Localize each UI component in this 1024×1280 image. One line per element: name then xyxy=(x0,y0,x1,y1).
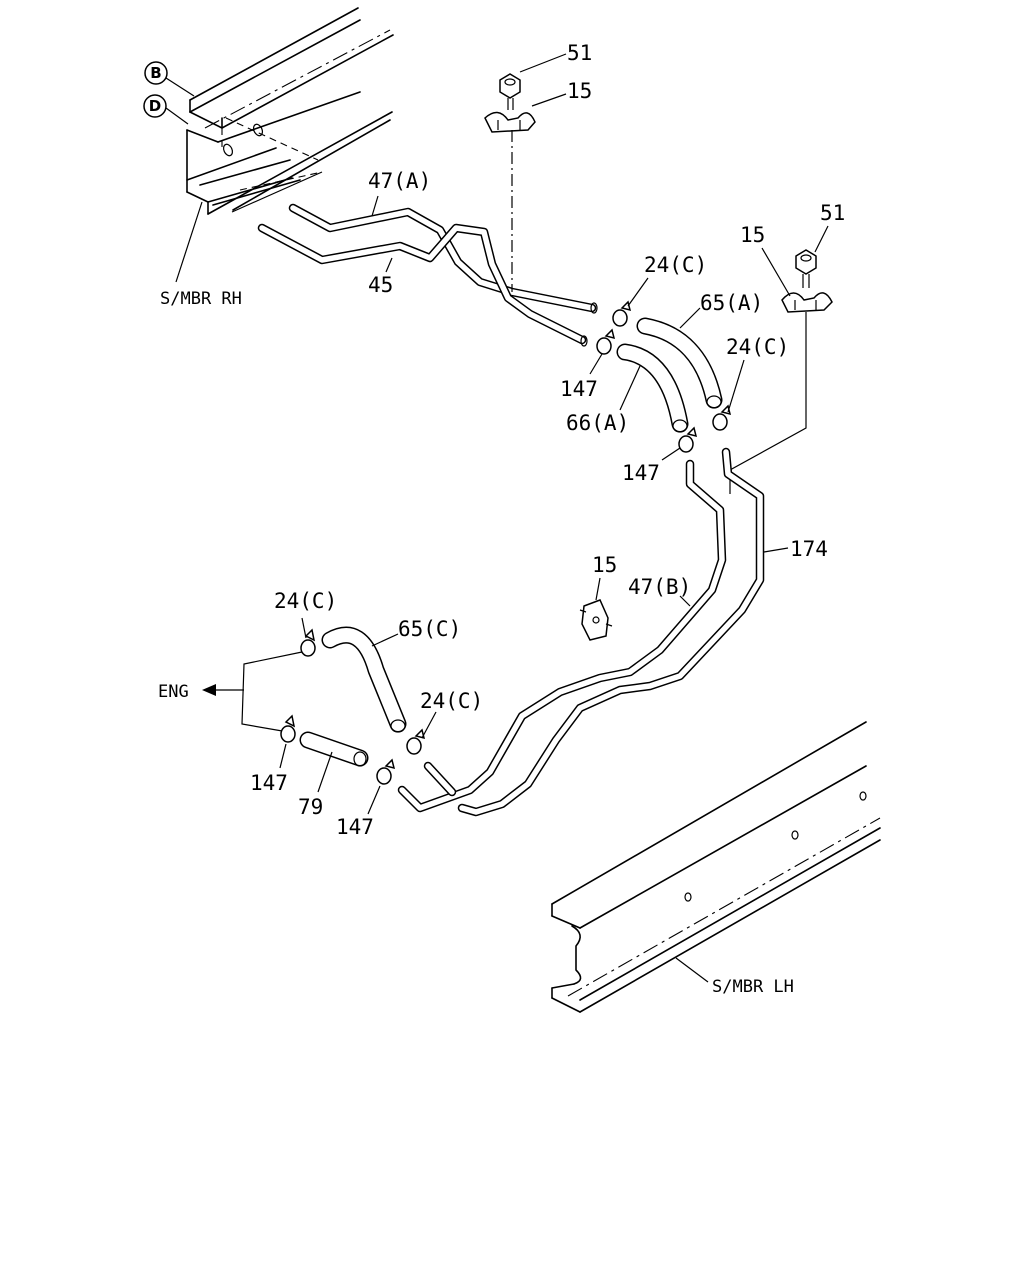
clip-15-top xyxy=(484,111,536,292)
callout-d: D xyxy=(143,94,189,125)
callout-b-text: B xyxy=(150,64,161,82)
clamp-24c-left xyxy=(300,628,316,657)
circle-letter-icon xyxy=(144,61,168,85)
callout-b: B xyxy=(144,61,195,97)
label-15-mid: 15 xyxy=(592,553,617,577)
hose-65c xyxy=(321,626,407,733)
label-174: 174 xyxy=(790,537,828,561)
pipe-174 xyxy=(457,447,765,817)
nut-51-right xyxy=(795,249,817,288)
label-66a: 66(A) xyxy=(566,411,629,435)
label-15-right: 15 xyxy=(740,223,765,247)
label-47b: 47(B) xyxy=(628,575,691,599)
label-24c-left: 24(C) xyxy=(274,589,337,613)
label-65a: 65(A) xyxy=(700,291,763,315)
label-147-b: 147 xyxy=(622,461,660,485)
label-15-top: 15 xyxy=(567,79,592,103)
hose-79 xyxy=(299,731,369,767)
pipe-stub-low xyxy=(423,761,457,797)
side-member-lh xyxy=(551,721,881,1013)
label-79: 79 xyxy=(298,795,323,819)
label-147-a: 147 xyxy=(560,377,598,401)
label-smbr-rh: S/MBR RH xyxy=(160,289,242,309)
clamp-147-c xyxy=(280,714,296,743)
label-51-right: 51 xyxy=(820,201,845,225)
callout-d-text: D xyxy=(149,97,161,115)
pipe-45 xyxy=(257,223,588,347)
clip-15-right xyxy=(781,292,833,313)
label-eng: ENG xyxy=(158,682,189,702)
arrow-left-icon xyxy=(202,684,216,696)
nut-51-top xyxy=(499,73,521,110)
clamp-147-a xyxy=(596,328,616,355)
side-member-rh xyxy=(186,7,394,215)
label-24c-top: 24(C) xyxy=(644,253,707,277)
clamp-147-b xyxy=(678,426,698,453)
clamp-147-d xyxy=(376,758,396,785)
clamp-24c-top xyxy=(612,300,632,327)
engine-bracket xyxy=(202,651,303,733)
label-24c-right: 24(C) xyxy=(726,335,789,359)
hose-65a xyxy=(636,317,723,409)
label-65c: 65(C) xyxy=(398,617,461,641)
label-51-top: 51 xyxy=(567,41,592,65)
clamp-24c-low xyxy=(406,728,426,755)
circle-letter-icon xyxy=(143,94,167,118)
label-147-c: 147 xyxy=(250,771,288,795)
label-147-d: 147 xyxy=(336,815,374,839)
label-47a: 47(A) xyxy=(368,169,431,193)
clamp-24c-right xyxy=(712,404,732,431)
label-24c-low: 24(C) xyxy=(420,689,483,713)
label-45: 45 xyxy=(368,273,393,297)
clip-15-mid xyxy=(579,599,613,641)
pipe-47b xyxy=(397,459,727,813)
hose-66a xyxy=(616,343,689,433)
label-smbr-lh: S/MBR LH xyxy=(712,977,794,997)
